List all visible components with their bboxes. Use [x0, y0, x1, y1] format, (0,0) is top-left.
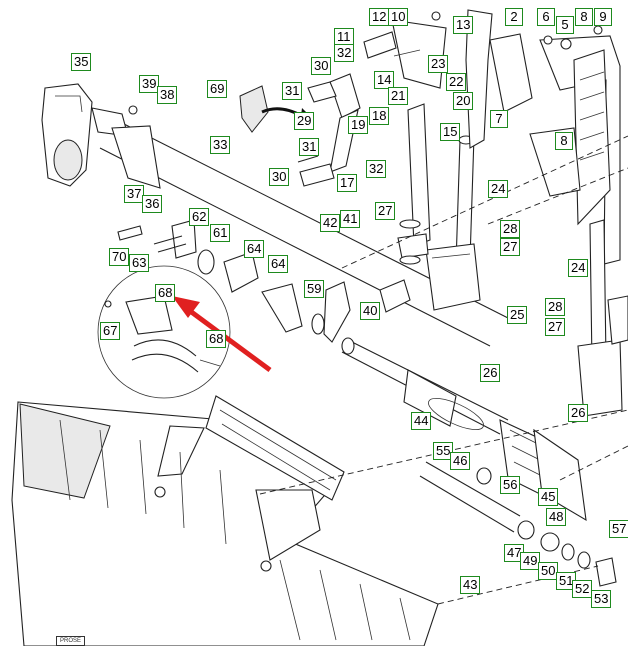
- part-label-51: 51: [556, 572, 577, 590]
- part-label-11: 11: [334, 28, 354, 46]
- part-label-27: 27: [500, 238, 521, 256]
- part-label-13: 13: [453, 16, 474, 34]
- part-label-26: 26: [568, 404, 589, 422]
- part-label-32: 32: [366, 160, 387, 178]
- part-label-12: 12: [369, 8, 390, 26]
- part-label-23: 23: [428, 55, 449, 73]
- part-label-61: 61: [210, 224, 231, 242]
- part-label-14: 14: [374, 71, 395, 89]
- part-label-27: 27: [545, 318, 566, 336]
- part-label-57: 57: [609, 520, 628, 538]
- part-label-30: 30: [269, 168, 290, 186]
- part-label-33: 33: [210, 136, 231, 154]
- part-label-43: 43: [460, 576, 481, 594]
- part-label-19: 19: [348, 116, 369, 134]
- part-label-20: 20: [453, 92, 474, 110]
- part-label-31: 31: [282, 82, 303, 100]
- part-label-48: 48: [546, 508, 567, 526]
- part-label-5: 5: [556, 16, 574, 34]
- part-label-70: 70: [109, 248, 130, 266]
- part-label-10: 10: [388, 8, 409, 26]
- part-label-64: 64: [244, 240, 265, 258]
- part-label-40: 40: [360, 302, 381, 320]
- part-label-31: 31: [299, 138, 320, 156]
- part-label-24: 24: [488, 180, 509, 198]
- part-label-67: 67: [100, 322, 121, 340]
- part-label-6: 6: [537, 8, 555, 26]
- part-label-38: 38: [157, 86, 178, 104]
- part-label-8: 8: [575, 8, 593, 26]
- part-label-28: 28: [500, 220, 521, 238]
- part-label-52: 52: [572, 580, 593, 598]
- part-label-27: 27: [375, 202, 396, 220]
- part-label-64: 64: [268, 255, 289, 273]
- part-label-45: 45: [538, 488, 559, 506]
- part-label-24: 24: [568, 259, 589, 277]
- part-label-68: 68: [155, 284, 176, 302]
- part-label-30: 30: [311, 57, 332, 75]
- part-label-25: 25: [507, 306, 528, 324]
- part-label-42: 42: [320, 214, 341, 232]
- part-label-32: 32: [334, 44, 355, 62]
- part-label-21: 21: [388, 87, 409, 105]
- part-label-39: 39: [139, 75, 160, 93]
- part-label-9: 9: [594, 8, 612, 26]
- part-label-37: 37: [124, 185, 145, 203]
- part-label-2: 2: [505, 8, 523, 26]
- part-label-15: 15: [440, 123, 461, 141]
- part-label-22: 22: [446, 73, 467, 91]
- part-label-63: 63: [129, 254, 150, 272]
- part-label-17: 17: [337, 174, 358, 192]
- corner-note: PROSE: [56, 636, 86, 646]
- part-label-49: 49: [520, 552, 541, 570]
- part-label-50: 50: [538, 562, 559, 580]
- part-label-62: 62: [189, 208, 210, 226]
- part-label-59: 59: [304, 280, 325, 298]
- part-label-44: 44: [411, 412, 432, 430]
- part-label-41: 41: [340, 210, 361, 228]
- part-label-29: 29: [294, 112, 315, 130]
- part-label-46: 46: [450, 452, 471, 470]
- part-label-55: 55: [433, 442, 454, 460]
- part-label-7: 7: [490, 110, 508, 128]
- part-label-8: 8: [555, 132, 573, 150]
- part-label-26: 26: [480, 364, 501, 382]
- part-label-68: 68: [206, 330, 227, 348]
- part-label-56: 56: [500, 476, 521, 494]
- part-label-35: 35: [71, 53, 92, 71]
- part-label-18: 18: [369, 107, 390, 125]
- part-label-36: 36: [142, 195, 163, 213]
- part-label-69: 69: [207, 80, 228, 98]
- part-label-28: 28: [545, 298, 566, 316]
- part-label-53: 53: [591, 590, 612, 608]
